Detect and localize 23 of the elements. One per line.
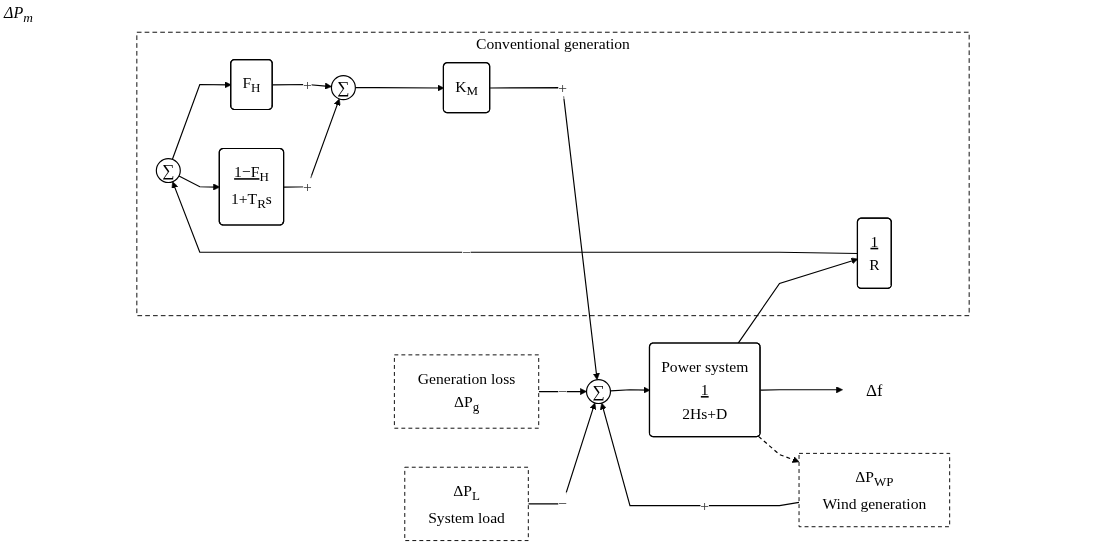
arrow: [538, 388, 587, 396]
node-box: ΔP$_{L}$ System load: [404, 466, 529, 542]
edge-label: +: [558, 79, 568, 97]
node-box: Generation loss ΔP$_{g}$: [393, 354, 540, 429]
node-circle: ∑: [330, 75, 356, 101]
edge-label: +: [700, 497, 710, 515]
arrow: [600, 402, 800, 507]
signal-label: ΔP$_{m}$: [4, 4, 33, 27]
arrow: [178, 175, 220, 191]
arrow: [489, 87, 600, 381]
edge-label: +: [303, 76, 312, 94]
node-circle: ∑: [585, 379, 612, 405]
edge-label: +: [303, 178, 312, 196]
arrow: [283, 98, 341, 188]
edge-label: −: [462, 243, 471, 262]
edge-label: −: [558, 383, 568, 401]
arrow: [272, 82, 332, 90]
node-box: ΔP$_{WP}$ Wind generation: [798, 453, 951, 528]
node-text: Δf: [865, 380, 883, 400]
node-circle: ∑: [155, 158, 181, 184]
arrow: [527, 402, 597, 505]
edge-label: −: [558, 495, 568, 513]
arrow: [757, 436, 800, 464]
